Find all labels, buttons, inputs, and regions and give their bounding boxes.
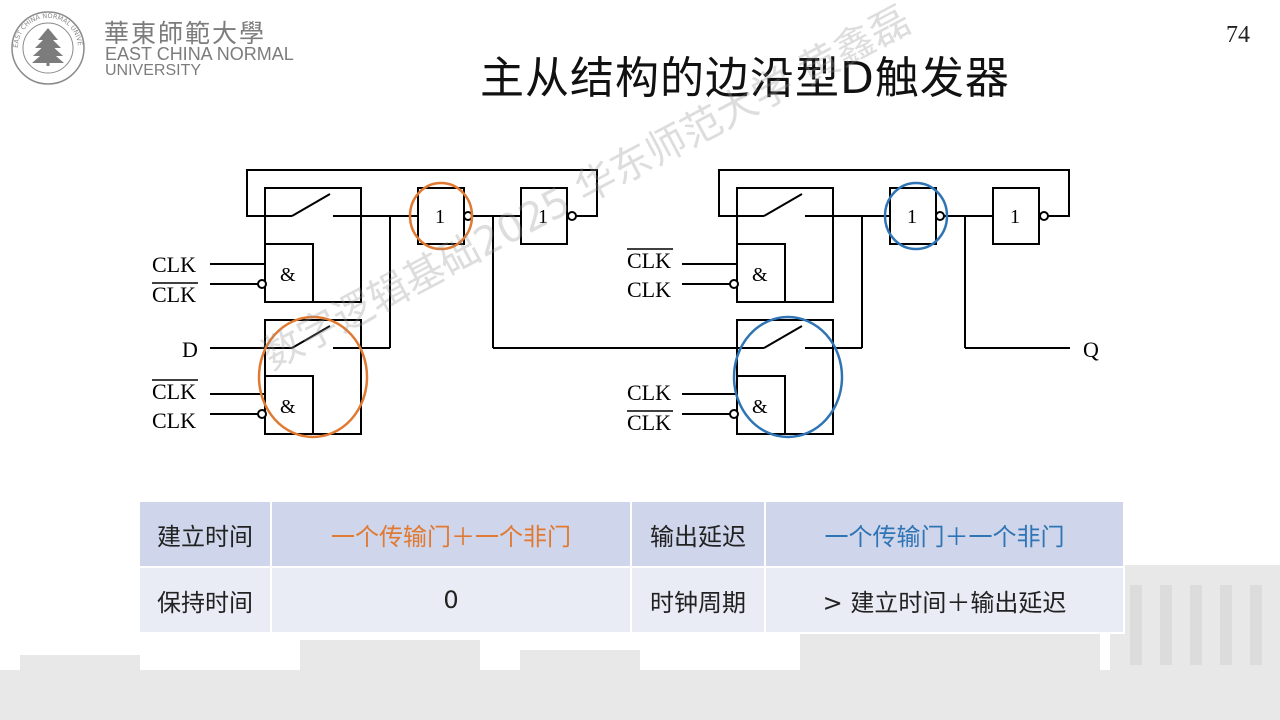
page-number: 74 bbox=[1226, 22, 1250, 48]
clock-period-value: > 建立时间＋输出延迟 bbox=[764, 566, 1125, 634]
right-bottom-switch bbox=[763, 325, 803, 349]
university-logo: EAST CHINA NORMAL UNIVERSITY · 華東師範大學 華東… bbox=[5, 0, 308, 86]
setup-time-value: 一个传输门＋一个非门 bbox=[270, 500, 632, 568]
right-bottom-gate-highlight-circle bbox=[732, 315, 844, 439]
output-delay-label: 输出延迟 bbox=[630, 500, 766, 568]
left-clk-top-label: CLK bbox=[152, 252, 196, 277]
left-clk-bottom-label: CLK bbox=[152, 408, 196, 433]
right-labels: CLK CLK CLK CLK Q & & 1 1 bbox=[627, 206, 1099, 435]
left-bottom-gate-highlight-circle bbox=[257, 315, 369, 439]
left-not2-label: 1 bbox=[538, 206, 548, 228]
right-and-top-label: & bbox=[752, 264, 768, 286]
logo-chinese-name: 華東師範大學 bbox=[104, 19, 267, 48]
left-not-gate-2-bubble bbox=[567, 211, 577, 221]
left-inversion-bubble-1 bbox=[257, 279, 267, 289]
output-delay-value: 一个传输门＋一个非门 bbox=[764, 500, 1125, 568]
table-row: 保持时间 0 时钟周期 > 建立时间＋输出延迟 bbox=[138, 566, 1125, 634]
hold-time-value: 0 bbox=[270, 566, 632, 634]
left-clk-bar-top-label: CLK bbox=[152, 282, 196, 307]
left-and-bottom-label: & bbox=[280, 396, 296, 418]
right-clk-bar-bottom-label: CLK bbox=[627, 410, 671, 435]
right-clk-bar-top-label: CLK bbox=[627, 248, 671, 273]
right-not-gate-highlight-circle bbox=[883, 181, 949, 251]
left-clk-bar-bottom-label: CLK bbox=[152, 379, 196, 404]
right-not1-label: 1 bbox=[907, 206, 917, 228]
right-clk-top-label: CLK bbox=[627, 277, 671, 302]
logo-english-line2: UNIVERSITY bbox=[105, 62, 202, 79]
right-not2-label: 1 bbox=[1010, 206, 1020, 228]
left-top-switch bbox=[291, 193, 331, 217]
right-top-switch bbox=[763, 193, 803, 217]
left-not-gate-highlight-circle bbox=[408, 181, 474, 251]
right-clk-bottom-label: CLK bbox=[627, 380, 671, 405]
logo-english-line1: EAST CHINA NORMAL bbox=[105, 44, 294, 64]
left-circuit bbox=[210, 169, 738, 435]
table-row: 建立时间 一个传输门＋一个非门 输出延迟 一个传输门＋一个非门 bbox=[138, 500, 1125, 568]
setup-time-label: 建立时间 bbox=[138, 500, 272, 568]
left-bottom-switch bbox=[291, 325, 331, 349]
right-bottom-and-gate bbox=[736, 375, 786, 435]
left-labels: CLK CLK D CLK CLK & & 1 1 bbox=[152, 206, 548, 433]
timing-table: 建立时间 一个传输门＋一个非门 输出延迟 一个传输门＋一个非门 保持时间 0 时… bbox=[138, 500, 1125, 634]
page-title: 主从结构的边沿型D触发器 bbox=[480, 53, 1010, 104]
right-and-bottom-label: & bbox=[752, 396, 768, 418]
q-output-label: Q bbox=[1083, 337, 1099, 362]
right-not-gate-1-bubble bbox=[935, 211, 945, 221]
left-d-label: D bbox=[182, 337, 198, 362]
left-not1-label: 1 bbox=[435, 206, 445, 228]
university-seal-icon: EAST CHINA NORMAL UNIVERSITY · 華東師範大學 bbox=[5, 0, 85, 85]
right-top-and-gate bbox=[736, 243, 786, 303]
hold-time-label: 保持时间 bbox=[138, 566, 272, 634]
left-inversion-bubble-2 bbox=[257, 409, 267, 419]
right-not-gate-2-bubble bbox=[1039, 211, 1049, 221]
left-and-top-label: & bbox=[280, 264, 296, 286]
right-circuit bbox=[682, 169, 1070, 435]
left-top-and-gate bbox=[264, 243, 314, 303]
right-inversion-bubble-1 bbox=[729, 279, 739, 289]
clock-period-label: 时钟周期 bbox=[630, 566, 766, 634]
right-inversion-bubble-2 bbox=[729, 409, 739, 419]
